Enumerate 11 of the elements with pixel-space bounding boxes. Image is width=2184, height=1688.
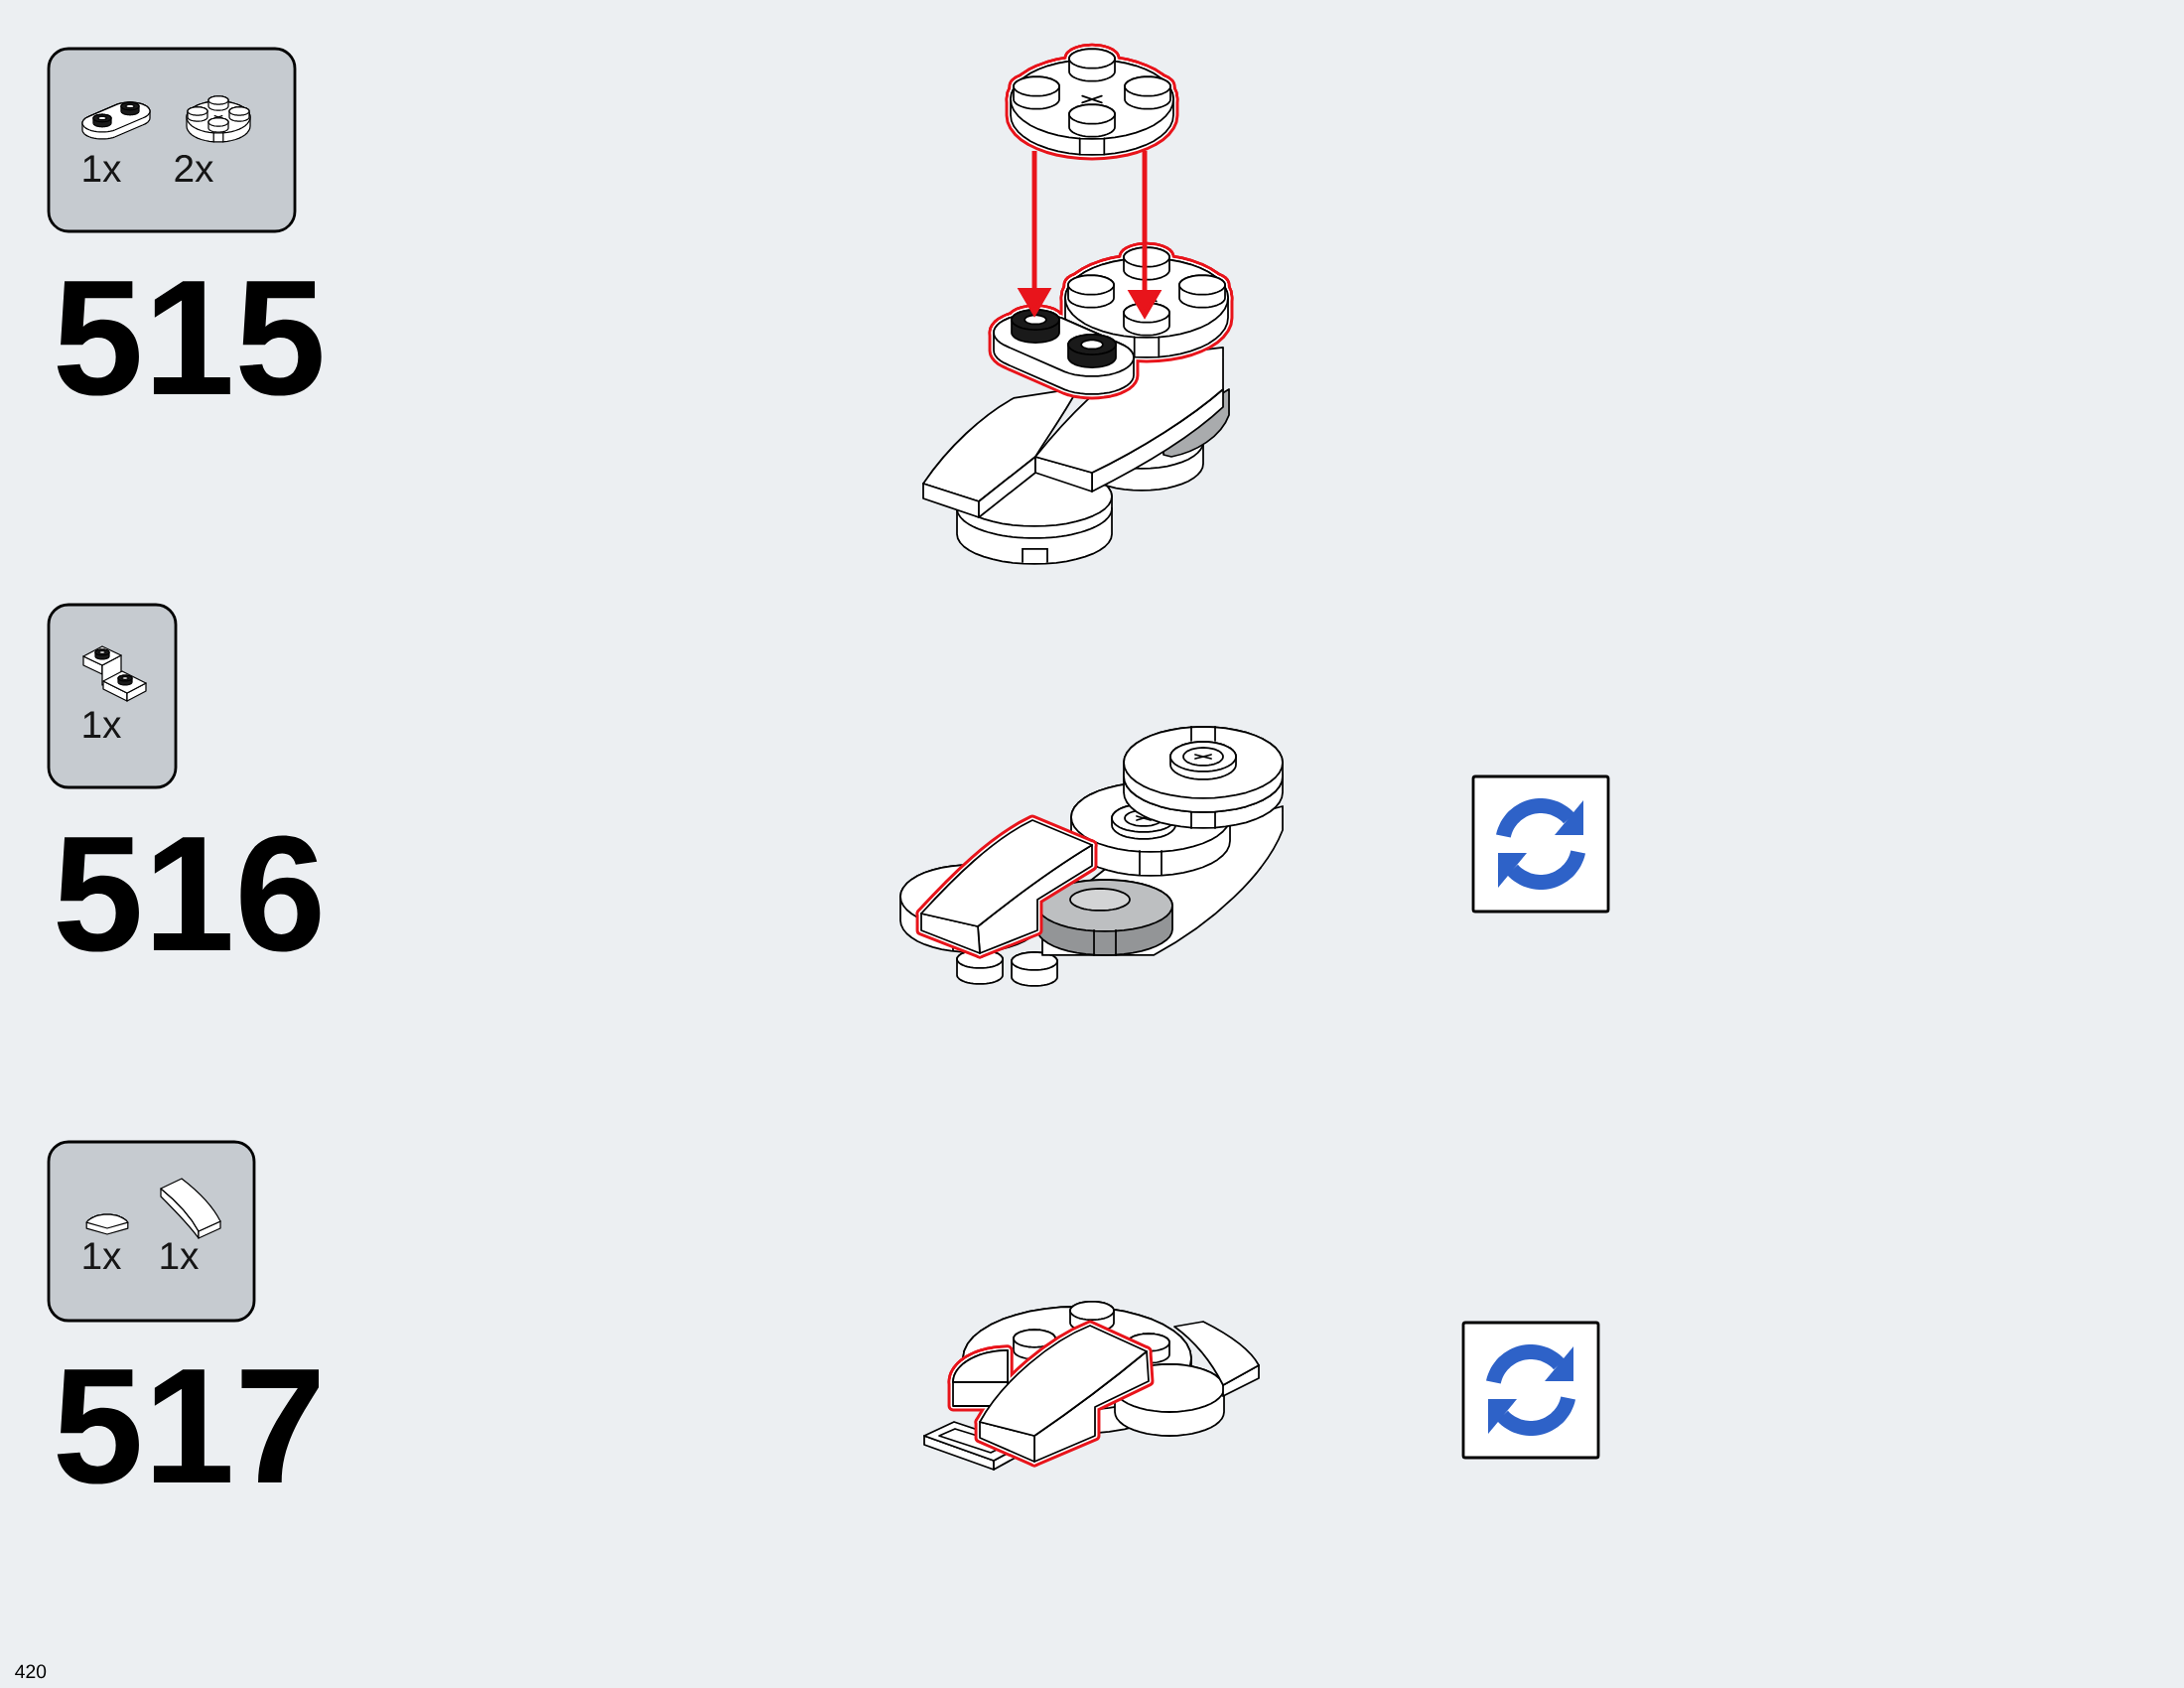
quantity-label: 1x: [83, 711, 121, 738]
plate-drawing: [1005, 43, 1179, 161]
quantity-label: 1x: [83, 155, 121, 182]
step-number: 516: [57, 835, 321, 952]
quantity-label: 1x: [83, 1242, 121, 1269]
step-number: 517: [57, 1369, 319, 1484]
step-number: 515: [57, 281, 322, 396]
page-number: 420: [15, 1664, 47, 1679]
quantity-label: 1x: [161, 1242, 199, 1269]
quantity-label: 2x: [175, 155, 213, 182]
model-drawing: [922, 241, 1234, 565]
